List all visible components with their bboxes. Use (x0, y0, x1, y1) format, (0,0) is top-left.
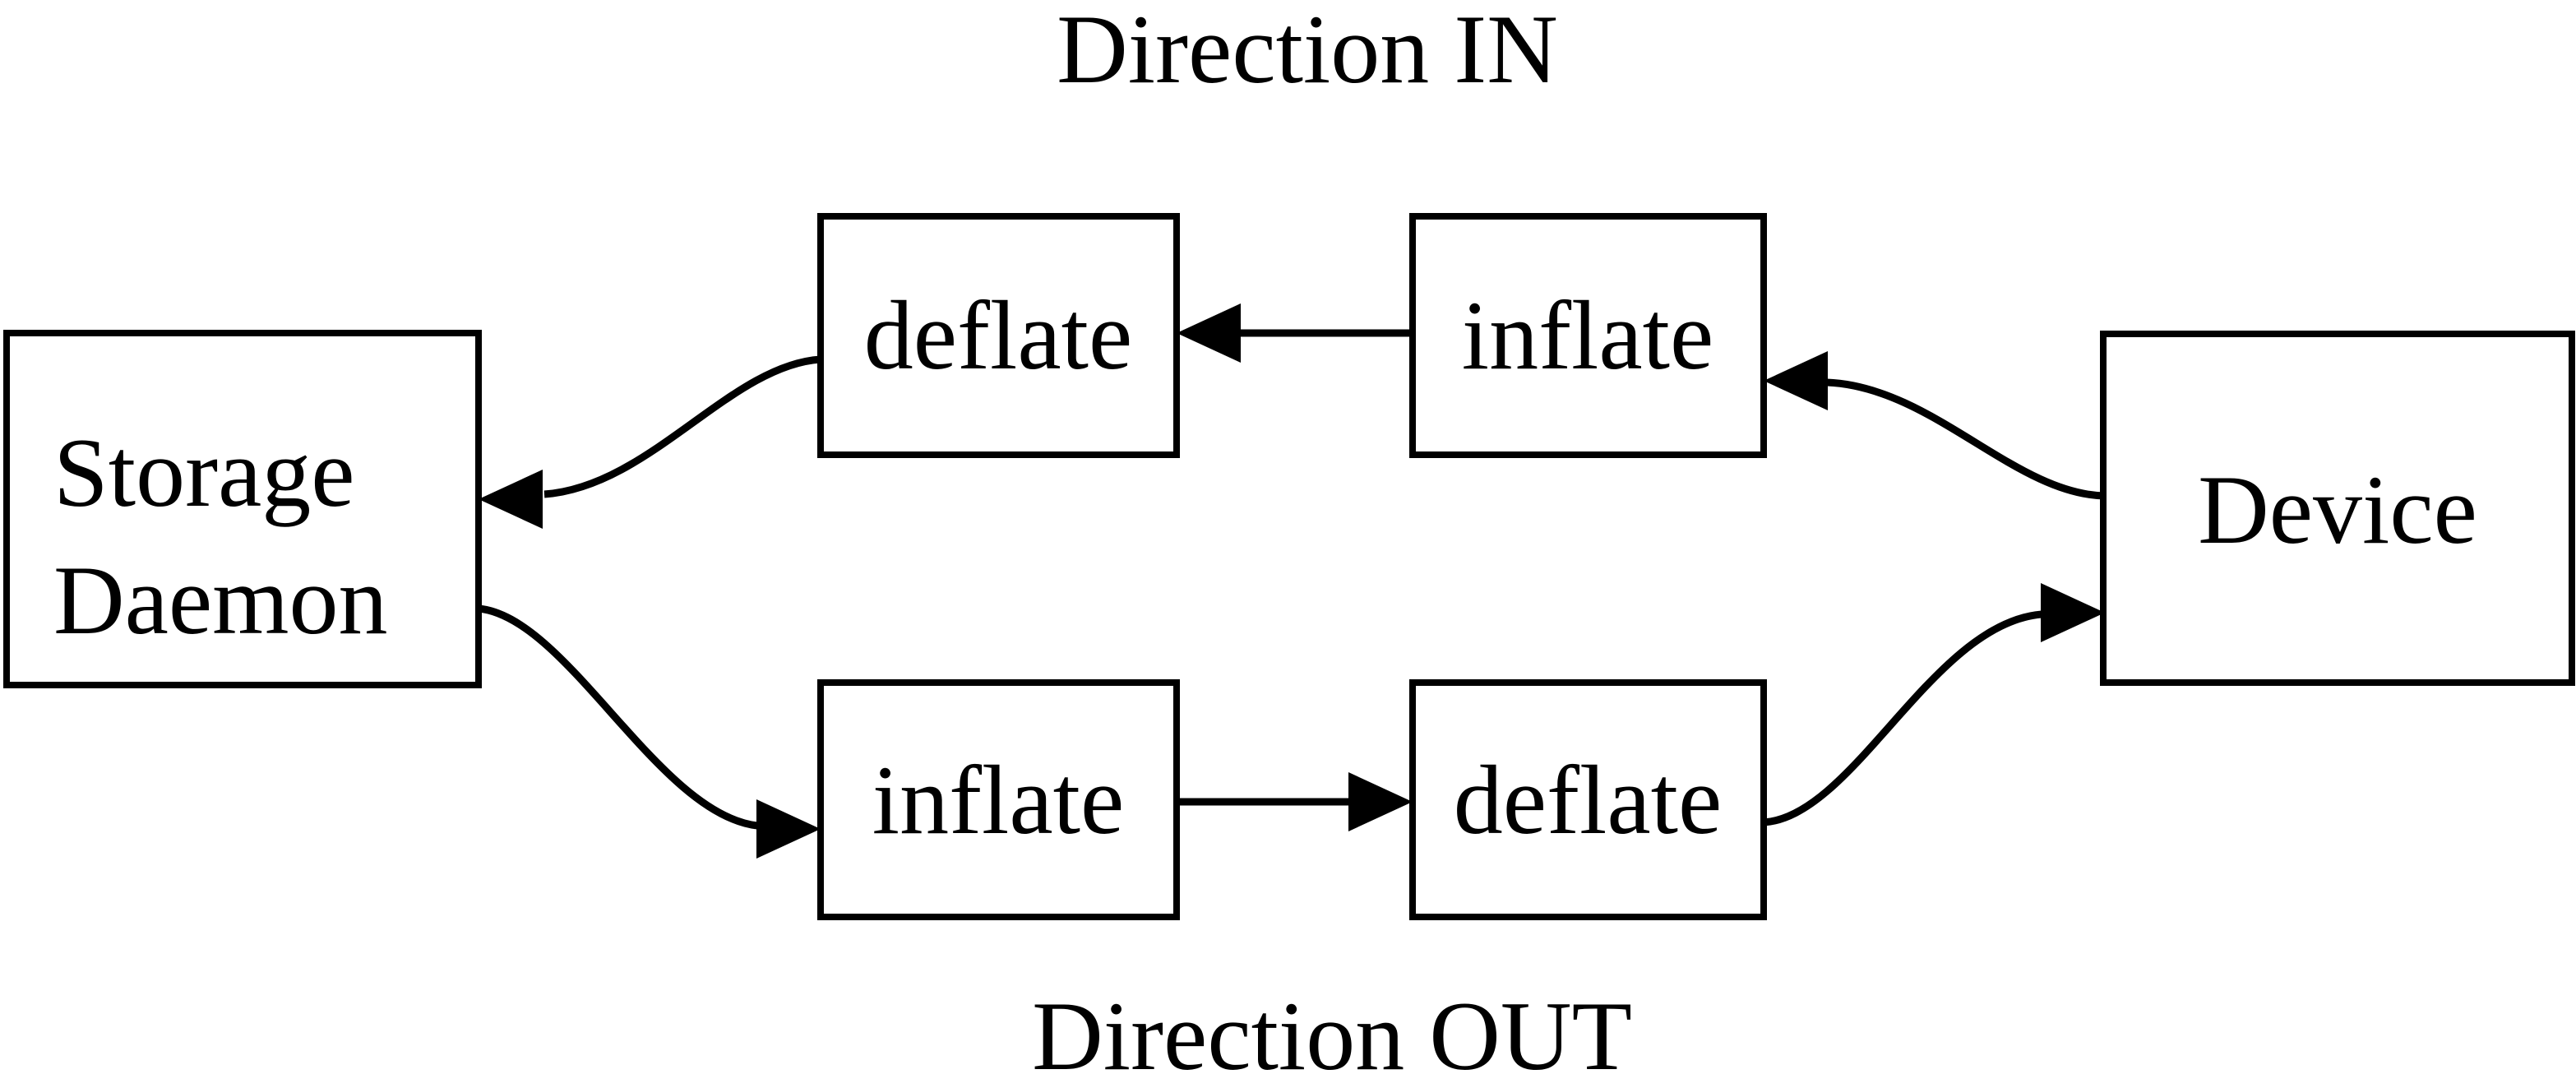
device-box (2100, 331, 2575, 686)
direction-in-title: Direction IN (1057, 0, 1558, 104)
edge-storage-daemon-to-inflate-out (478, 604, 821, 859)
edge-deflate-out-to-device-line (1763, 610, 2042, 826)
inflate-out-label: inflate (872, 745, 1125, 854)
node-inflate-out: inflate (817, 679, 1180, 920)
arrowhead-into-deflate-in-icon (1177, 303, 1241, 363)
direction-out-title: Direction OUT (1032, 981, 1632, 1088)
storage-daemon-label-line1: Storage (53, 418, 355, 527)
edge-storage-daemon-to-inflate-out-line (478, 604, 758, 830)
deflate-in-label: deflate (864, 280, 1132, 390)
arrowhead-into-inflate-out-icon (756, 799, 821, 859)
arrowhead-into-deflate-out-icon (1348, 772, 1413, 831)
device-label: Device (2198, 455, 2477, 564)
edge-device-to-inflate-in (1764, 351, 2106, 500)
storage-daemon-box (3, 330, 482, 688)
deflate-in-box (817, 213, 1180, 458)
node-device: Device (2100, 331, 2575, 686)
storage-daemon-label-line2: Daemon (53, 545, 388, 655)
deflate-out-box (1409, 679, 1767, 920)
inflate-in-label: inflate (1462, 280, 1714, 390)
node-inflate-in: inflate (1409, 213, 1767, 458)
arrowhead-into-inflate-in-icon (1764, 351, 1828, 410)
edge-deflate-in-to-storage-daemon-line (543, 355, 821, 498)
inflate-in-box (1409, 213, 1767, 458)
edge-inflate-out-to-deflate-out (1177, 772, 1413, 831)
node-deflate-out: deflate (1409, 679, 1767, 920)
node-storage-daemon: Storage Daemon (3, 330, 482, 688)
edge-deflate-out-to-device (1763, 583, 2105, 826)
node-deflate-in: deflate (817, 213, 1180, 458)
edge-device-to-inflate-in-line (1826, 378, 2106, 500)
arrowhead-into-device-icon (2041, 583, 2105, 642)
edge-deflate-in-to-storage-daemon (479, 355, 821, 529)
edge-inflate-in-to-deflate-in (1177, 303, 1413, 363)
arrowhead-into-storage-daemon-icon (479, 470, 543, 529)
deflate-out-label: deflate (1454, 745, 1722, 854)
